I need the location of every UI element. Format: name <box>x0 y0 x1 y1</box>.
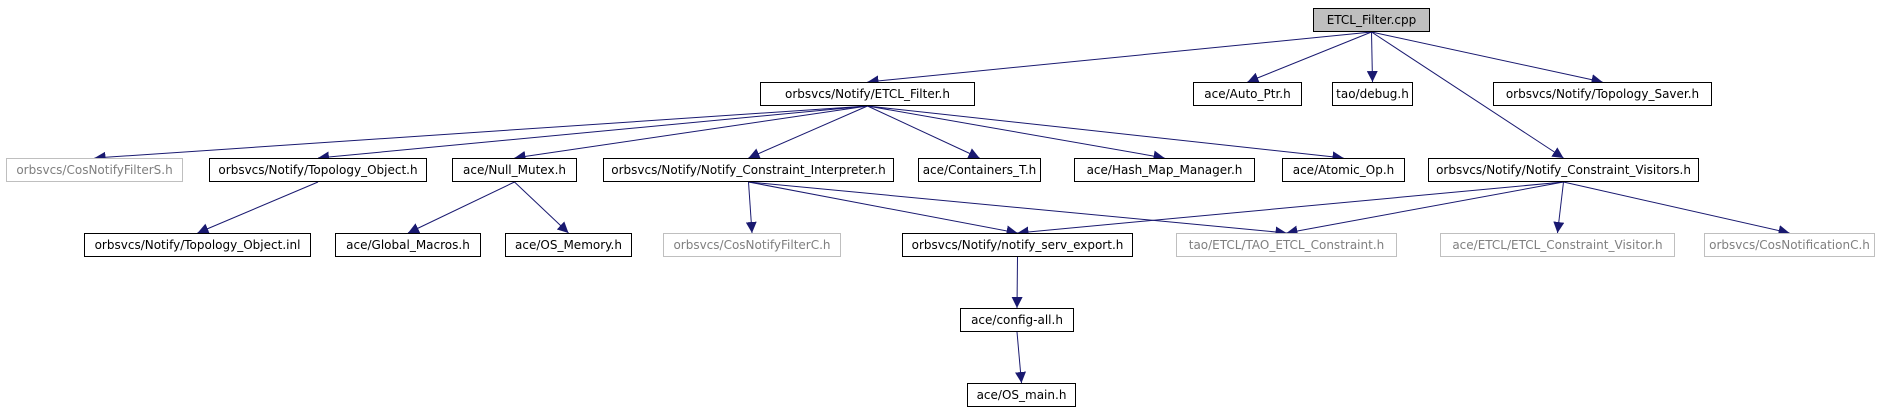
node-tao-etcl-constraint-h: tao/ETCL/TAO_ETCL_Constraint.h <box>1176 233 1397 257</box>
node-constraint-visitors-h[interactable]: orbsvcs/Notify/Notify_Constraint_Visitor… <box>1428 158 1699 182</box>
edge-etcl-filter-h-to-topology-object-h <box>317 105 868 163</box>
node-config-all-h[interactable]: ace/config-all.h <box>960 308 1074 332</box>
edge-constraint-interpreter-h-to-notify-serv-export-h <box>748 181 1018 237</box>
edge-etcl-filter-cpp-to-debug-h <box>1366 31 1378 83</box>
node-debug-h[interactable]: tao/debug.h <box>1332 82 1413 106</box>
edge-notify-serv-export-h-to-config-all-h <box>1011 256 1023 309</box>
node-os-memory-h[interactable]: ace/OS_Memory.h <box>505 233 632 257</box>
edge-etcl-filter-h-to-constraint-interpreter-h <box>748 105 868 159</box>
node-cosnotifyfilters-h: orbsvcs/CosNotifyFilterS.h <box>6 158 183 182</box>
edge-etcl-filter-h-to-atomic-op-h <box>867 105 1344 163</box>
node-topology-object-h[interactable]: orbsvcs/Notify/Topology_Object.h <box>209 158 427 182</box>
edge-config-all-h-to-os-main-h <box>1015 331 1027 384</box>
edge-constraint-visitors-h-to-cosnotificationc-h <box>1563 181 1790 236</box>
node-cosnotifyfilterc-h: orbsvcs/CosNotifyFilterC.h <box>663 233 841 257</box>
node-auto-ptr-h[interactable]: ace/Auto_Ptr.h <box>1193 82 1302 106</box>
node-hash-map-manager-h[interactable]: ace/Hash_Map_Manager.h <box>1074 158 1255 182</box>
edge-etcl-filter-h-to-null-mutex-h <box>514 105 868 162</box>
edge-constraint-interpreter-h-to-tao-etcl-constraint-h <box>748 181 1287 238</box>
edge-etcl-filter-cpp-to-topology-saver-h <box>1371 31 1603 86</box>
node-etcl-constraint-visitor-h: ace/ETCL/ETCL_Constraint_Visitor.h <box>1440 233 1675 257</box>
node-global-macros-h[interactable]: ace/Global_Macros.h <box>335 233 481 257</box>
node-etcl-filter-cpp: ETCL_Filter.cpp <box>1313 8 1430 32</box>
node-notify-serv-export-h[interactable]: orbsvcs/Notify/notify_serv_export.h <box>902 233 1133 257</box>
edge-constraint-visitors-h-to-notify-serv-export-h <box>1017 181 1564 238</box>
node-constraint-interpreter-h[interactable]: orbsvcs/Notify/Notify_Constraint_Interpr… <box>603 158 894 182</box>
edge-constraint-visitors-h-to-etcl-constraint-visitor-h <box>1553 181 1565 234</box>
node-cosnotificationc-h: orbsvcs/CosNotificationC.h <box>1704 233 1875 257</box>
edge-null-mutex-h-to-global-macros-h <box>407 181 515 234</box>
edge-etcl-filter-h-to-cosnotifyfilters-h <box>94 105 868 163</box>
node-atomic-op-h[interactable]: ace/Atomic_Op.h <box>1282 158 1405 182</box>
node-os-main-h[interactable]: ace/OS_main.h <box>967 383 1076 407</box>
edge-topology-object-h-to-topology-object-inl <box>197 181 319 234</box>
node-etcl-filter-h[interactable]: orbsvcs/Notify/ETCL_Filter.h <box>760 82 975 106</box>
node-topology-object-inl[interactable]: orbsvcs/Notify/Topology_Object.inl <box>84 233 311 257</box>
edge-etcl-filter-h-to-containers-t-h <box>867 105 980 159</box>
node-containers-t-h[interactable]: ace/Containers_T.h <box>918 158 1041 182</box>
node-topology-saver-h[interactable]: orbsvcs/Notify/Topology_Saver.h <box>1493 82 1712 106</box>
edge-etcl-filter-cpp-to-constraint-visitors-h <box>1371 31 1564 159</box>
edge-etcl-filter-cpp-to-etcl-filter-h <box>867 31 1372 87</box>
edge-etcl-filter-h-to-hash-map-manager-h <box>867 105 1165 162</box>
edge-etcl-filter-cpp-to-auto-ptr-h <box>1247 31 1372 83</box>
node-null-mutex-h[interactable]: ace/Null_Mutex.h <box>452 158 577 182</box>
edge-constraint-interpreter-h-to-cosnotifyfilterc-h <box>745 181 757 234</box>
edge-null-mutex-h-to-os-memory-h <box>514 181 569 234</box>
edge-constraint-visitors-h-to-tao-etcl-constraint-h <box>1286 181 1564 237</box>
